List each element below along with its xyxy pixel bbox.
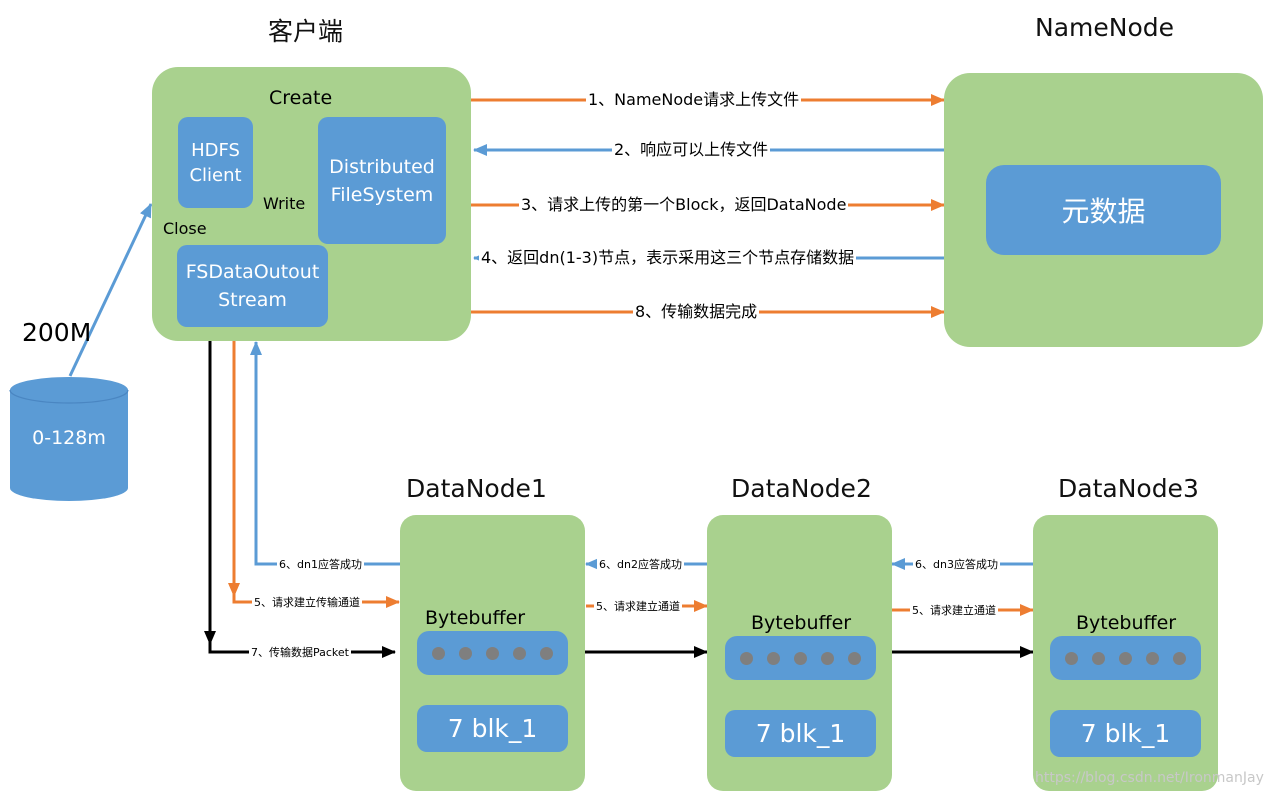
bytebuffer-queue — [417, 631, 568, 675]
packet-dot — [513, 646, 526, 660]
packet-dot — [486, 646, 499, 660]
message-2: 2、响应可以上传文件 — [612, 140, 771, 159]
ack1-label: 6、dn1应答成功 — [277, 558, 364, 571]
bytebuffer-queue — [725, 636, 876, 680]
req2-label: 5、请求建立通道 — [594, 600, 682, 613]
message-3: 3、请求上传的第一个Block，返回DataNode — [519, 195, 849, 214]
bytebuffer-label: Bytebuffer — [751, 612, 852, 634]
bytebuffer-label: Bytebuffer — [425, 607, 526, 629]
packet-dot — [459, 646, 472, 660]
distributed-filesystem-box: Distributed FileSystem — [318, 117, 446, 244]
create-label: Create — [269, 87, 333, 109]
arrow-ack1 — [250, 341, 400, 566]
packet-dot — [1065, 651, 1078, 665]
packet-dot — [794, 651, 807, 665]
close-label: Close — [163, 219, 207, 238]
datanode2-title: DataNode2 — [731, 474, 872, 503]
file-cylinder — [9, 377, 129, 501]
namenode-title: NameNode — [1035, 13, 1175, 42]
packet-dot — [767, 651, 780, 665]
packet-dot — [540, 646, 553, 660]
block-box: 7 blk_1 — [417, 705, 568, 752]
packet-dot — [848, 651, 861, 665]
fsdataoutputstream-box: FSDataOutout Stream — [177, 245, 328, 327]
packet-dot — [740, 651, 753, 665]
file-size-label: 200M — [22, 318, 92, 347]
watermark: https://blog.csdn.net/IronmanJay — [1035, 770, 1264, 786]
bytebuffer-label: Bytebuffer — [1076, 612, 1177, 634]
packet-dot — [432, 646, 445, 660]
packet-dot — [1173, 651, 1186, 665]
ack2-label: 6、dn2应答成功 — [597, 558, 684, 571]
file-range-label: 0-128m — [32, 427, 106, 449]
bytebuffer-queue — [1050, 636, 1201, 680]
ack3-label: 6、dn3应答成功 — [913, 558, 1000, 571]
req3-label: 5、请求建立通道 — [910, 604, 998, 617]
metadata-box: 元数据 — [986, 165, 1221, 255]
packet-dot — [1092, 651, 1105, 665]
packet-dot — [821, 651, 834, 665]
write-label: Write — [263, 194, 306, 213]
arrow-file-upload — [68, 203, 153, 377]
block-box: 7 blk_1 — [1050, 710, 1201, 757]
message-4: 4、返回dn(1-3)节点，表示采用这三个节点存储数据 — [479, 248, 857, 267]
message-8: 8、传输数据完成 — [633, 302, 760, 321]
datanode3-title: DataNode3 — [1058, 474, 1199, 503]
datanode1-title: DataNode1 — [406, 474, 547, 503]
client-title: 客户端 — [268, 17, 344, 46]
packet-dot — [1119, 651, 1132, 665]
packet-label: 7、传输数据Packet — [249, 646, 351, 659]
message-1: 1、NameNode请求上传文件 — [586, 90, 802, 109]
packet-dot — [1146, 651, 1159, 665]
hdfs-client-box: HDFS Client — [178, 117, 253, 208]
block-box: 7 blk_1 — [725, 710, 876, 757]
req1-label: 5、请求建立传输通道 — [252, 596, 362, 609]
